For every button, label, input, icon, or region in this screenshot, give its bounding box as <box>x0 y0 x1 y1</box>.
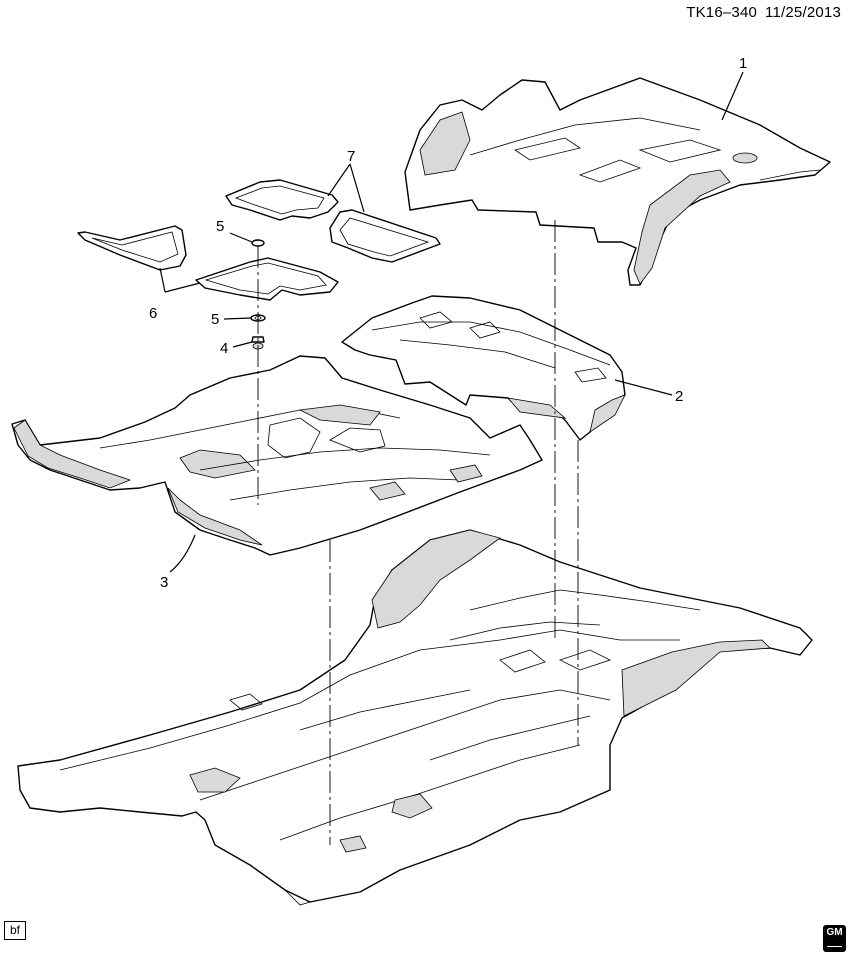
callout-1: 1 <box>739 55 747 72</box>
part-3-front-floor-carpet <box>11 355 543 556</box>
footer-tag: bf <box>4 921 27 940</box>
part-6-front-left-floor-mat <box>77 225 187 271</box>
callout-2: 2 <box>675 388 683 405</box>
part-2-center-floor-carpet <box>341 295 626 441</box>
gm-logo-text: GM <box>826 927 843 938</box>
gm-logo: GM <box>823 925 846 952</box>
diagram-id: TK16–340 <box>686 4 758 21</box>
callout-3: 3 <box>160 574 168 591</box>
part-7-rear-floor-mat <box>329 209 441 263</box>
callout-5-upper: 5 <box>216 218 224 235</box>
diagram-header: TK16–340 11/25/2013 <box>678 4 841 21</box>
floor-panel <box>17 529 813 906</box>
callout-5-lower: 5 <box>211 311 219 328</box>
callout-7: 7 <box>347 148 355 165</box>
callout-6: 6 <box>149 305 157 322</box>
leader-lines <box>159 71 744 573</box>
part-6-rear-floor-mat <box>195 257 339 301</box>
callout-4: 4 <box>220 340 228 357</box>
part-1-rear-floor-carpet <box>404 77 831 286</box>
part-7-upper-floor-mat <box>225 179 339 221</box>
diagram-date: 11/25/2013 <box>765 4 841 21</box>
alignment-lines <box>257 220 579 845</box>
part-5-upper-retainer <box>251 239 265 247</box>
